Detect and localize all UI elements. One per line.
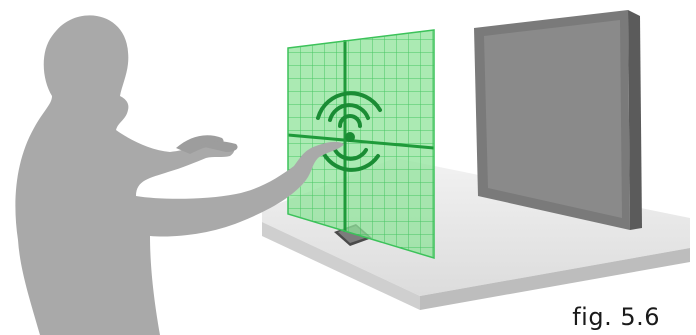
computer-monitor xyxy=(474,10,642,230)
figure-caption: fig. 5.6 xyxy=(572,303,660,331)
